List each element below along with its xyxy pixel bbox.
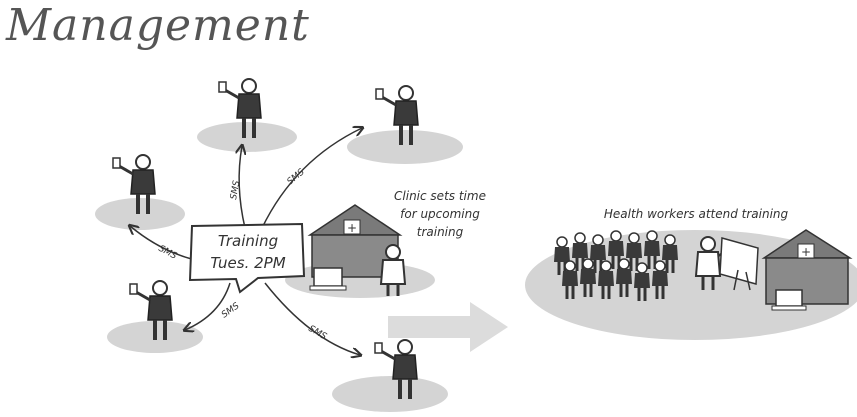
big-arrow-icon [388, 302, 508, 352]
sms-label-3: SMS [157, 244, 179, 262]
svg-text:+: + [801, 245, 811, 259]
clinic-caption-line-1: Clinic sets time [394, 189, 486, 203]
bubble-line-1: Training [218, 232, 278, 250]
attend-caption: Health workers attend training [604, 207, 789, 221]
training-bubble: Training Tues. 2PM [188, 222, 306, 294]
page-title: Management [6, 0, 310, 51]
sms-arrow-2 [261, 128, 362, 229]
clinic-caption-line-2: for upcoming [400, 207, 480, 221]
sms-arrow-5 [264, 282, 360, 355]
sms-arrow-1 [239, 146, 245, 229]
clinic-building-right: + [761, 229, 853, 305]
bubble-line-2: Tues. 2PM [210, 254, 285, 272]
whiteboard-icon [719, 237, 759, 291]
sms-label-4: SMS [220, 301, 242, 320]
clinic-caption: Clinic sets time for upcoming training [394, 189, 486, 239]
sms-arrow-4 [185, 282, 231, 330]
trainer-figure [694, 236, 733, 290]
laptop-icon-left [309, 267, 347, 291]
laptop-icon-right [771, 289, 807, 311]
sms-label-1: SMS [229, 180, 242, 201]
clinic-caption-line-3: training [417, 225, 464, 239]
doctor-figure [379, 244, 407, 296]
sms-label-2: SMS [286, 167, 307, 187]
svg-text:+: + [347, 221, 357, 235]
